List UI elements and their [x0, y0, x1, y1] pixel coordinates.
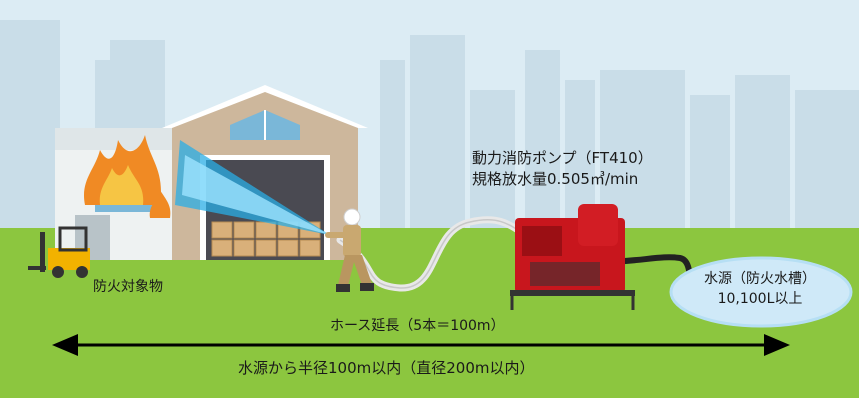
- water-source-volume: 10,100L以上: [717, 291, 803, 307]
- water-source-name: 水源（防火水槽）: [704, 271, 816, 287]
- water-spray: [175, 140, 330, 235]
- water-source-label: 水源（防火水槽） 10,100L以上: [700, 269, 820, 309]
- radius-arrow: [52, 334, 790, 356]
- water-tank-pool: [669, 256, 853, 328]
- pump-label: 動力消防ポンプ（FT410） 規格放水量0.505㎥/min: [472, 148, 653, 190]
- target-label: 防火対象物: [93, 279, 163, 295]
- hose-label: ホース延長（5本＝100m）: [330, 318, 505, 334]
- city-skyline: [0, 20, 859, 230]
- fire-pump-icon: [510, 204, 635, 310]
- firefighter-icon: [325, 208, 374, 292]
- forklift-icon: [28, 226, 90, 278]
- fire-icon: [83, 135, 171, 218]
- pump-rating: 規格放水量0.505㎥/min: [472, 170, 639, 188]
- radius-label: 水源から半径100m以内（直径200m以内）: [238, 359, 535, 377]
- pump-model: 動力消防ポンプ（FT410）: [472, 149, 653, 167]
